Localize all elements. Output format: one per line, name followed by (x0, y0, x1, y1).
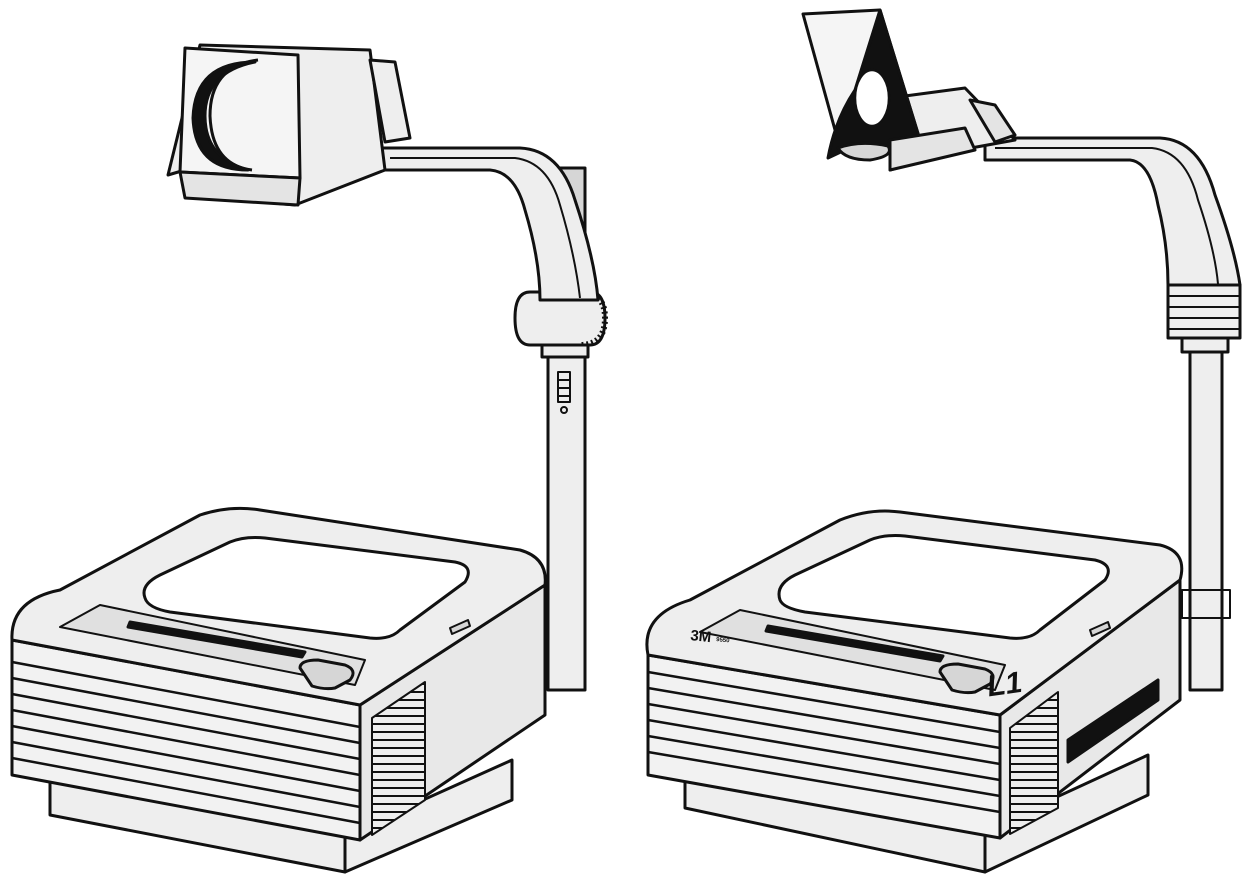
right-lens-base (836, 141, 891, 162)
left-front-louvers (11, 660, 361, 825)
right-post (1188, 348, 1224, 692)
left-head-rear (368, 58, 412, 144)
left-knob-collar (540, 343, 590, 359)
right-adjust-collar (1166, 283, 1242, 340)
right-model-mark: 9550 (716, 637, 731, 644)
left-head-lens-ring (208, 58, 259, 172)
left-arm (378, 146, 600, 302)
right-side-logo: L1 (987, 666, 1023, 704)
left-slot (126, 620, 307, 659)
left-side-vent (371, 681, 426, 836)
right-stage-glass (777, 534, 1110, 640)
right-side-vent (1009, 691, 1059, 835)
right-head-rear (968, 98, 1017, 144)
right-switch (1089, 621, 1111, 637)
right-arm (983, 136, 1242, 287)
left-knob-grip (579, 289, 608, 348)
left-post-scale (557, 371, 571, 414)
right-front-louvers (647, 670, 1001, 814)
left-stage-glass (142, 536, 470, 640)
left-switch (449, 619, 471, 635)
right-base-plinth-side (983, 753, 1150, 874)
left-arm-highlight (390, 157, 581, 299)
left-focus-knob (298, 658, 355, 691)
right-head-lens (853, 68, 891, 128)
left-base-plinth-side (343, 758, 514, 874)
left-post (546, 353, 587, 692)
right-head-lower (888, 126, 977, 172)
right-post-clamp (1181, 589, 1231, 619)
right-slot (764, 624, 945, 663)
right-arm-highlight (995, 147, 1219, 285)
right-focus-knob (938, 662, 995, 695)
left-head-bottom (178, 170, 302, 207)
left-projector (10, 43, 608, 874)
right-side-panel-slot (1066, 678, 1160, 764)
right-collar-base (1180, 336, 1230, 354)
right-collar-ribs (1168, 295, 1240, 330)
right-brand-mark: 3M (690, 627, 713, 646)
right-projector: 3M 9550 L1 (645, 8, 1242, 874)
